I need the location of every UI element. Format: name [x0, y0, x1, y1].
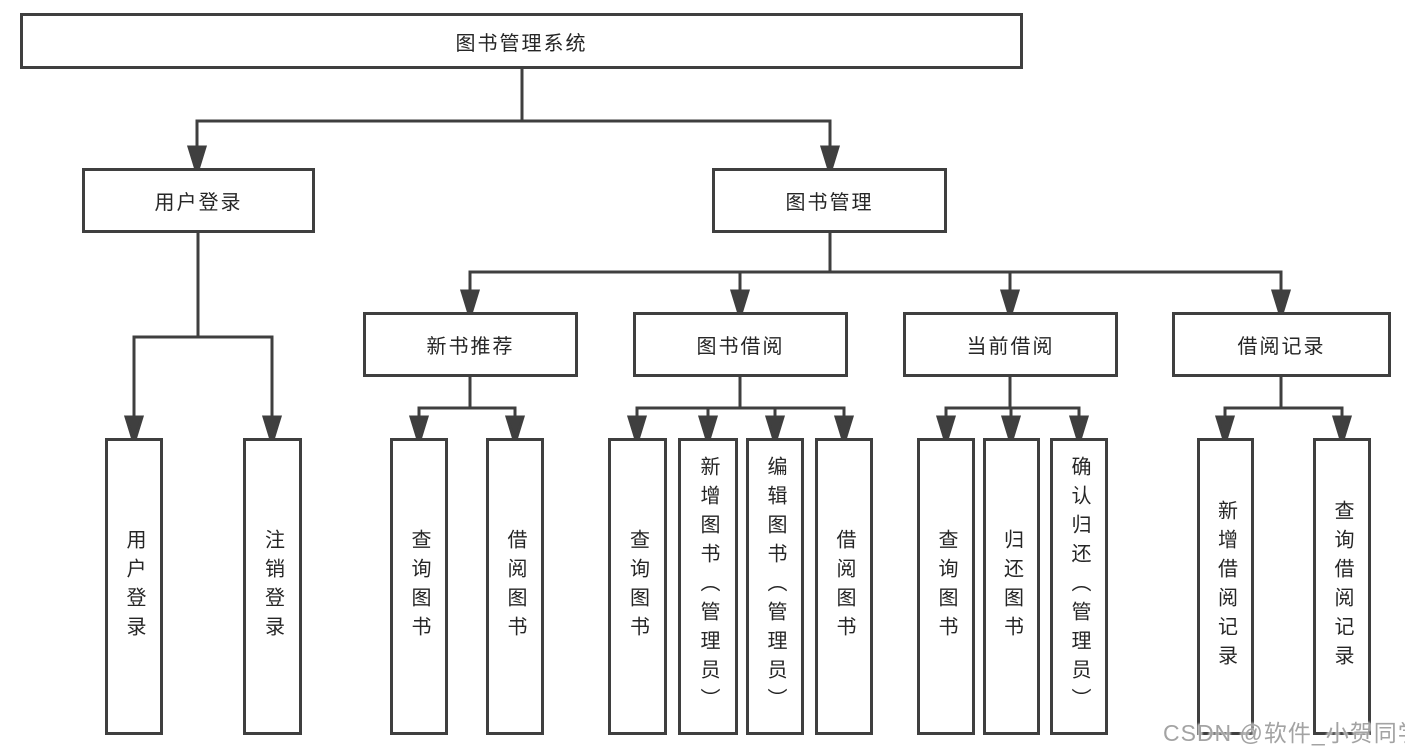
node-current-borrow-label: 当前借阅 [966, 336, 1055, 358]
leaf-borrow-books: 借阅图书 [815, 438, 873, 735]
connector-arrow [186, 121, 208, 179]
leaf-add-books-admin-label: 新增图书（管理员） [697, 456, 719, 717]
connector-arrow [999, 272, 1021, 323]
connector-arrow [1270, 272, 1292, 323]
leaf-query-books-recommend-label: 查询图书 [408, 528, 430, 645]
leaf-confirm-return-admin: 确认归还（管理员） [1050, 438, 1108, 735]
node-current-borrow: 当前借阅 [903, 312, 1118, 377]
connector-arrow [1214, 408, 1236, 449]
leaf-borrow-books-label: 借阅图书 [833, 528, 855, 645]
connector-arrow [1000, 408, 1022, 449]
connector-arrow [408, 408, 430, 449]
connector-arrow [1331, 408, 1353, 449]
node-book-management-label: 图书管理 [785, 192, 874, 214]
leaf-query-borrow-record-label: 查询借阅记录 [1331, 499, 1353, 674]
leaf-add-borrow-record-label: 新增借阅记录 [1214, 499, 1237, 674]
leaf-logout-label: 注销登录 [261, 528, 284, 645]
leaf-query-books-recommend: 查询图书 [390, 438, 448, 735]
leaf-query-borrow-record: 查询借阅记录 [1313, 438, 1371, 735]
connector-arrow [697, 408, 719, 449]
connector-arrow [819, 121, 841, 179]
node-book-management: 图书管理 [712, 168, 947, 233]
leaf-edit-books-admin-label: 编辑图书（管理员） [764, 456, 786, 717]
connector-arrow [935, 408, 957, 449]
node-library-system-label: 图书管理系统 [455, 32, 588, 55]
leaf-confirm-return-admin-label: 确认归还（管理员） [1068, 456, 1090, 717]
connector-arrow [504, 408, 526, 449]
leaf-borrow-books-recommend: 借阅图书 [486, 438, 544, 735]
leaf-logout: 注销登录 [243, 438, 302, 735]
connector-arrow [459, 272, 481, 323]
node-user-login-label: 用户登录 [154, 192, 243, 214]
connector-arrow [626, 408, 648, 449]
connector-arrow [123, 337, 145, 449]
connector-arrow [1068, 408, 1090, 449]
node-new-book-recommend-label: 新书推荐 [426, 336, 515, 358]
node-book-borrow-label: 图书借阅 [696, 336, 785, 358]
node-book-borrow: 图书借阅 [633, 312, 848, 377]
connector-arrow [833, 408, 855, 449]
leaf-user-login-label: 用户登录 [123, 528, 145, 645]
connector-arrow [764, 408, 786, 449]
leaf-user-login: 用户登录 [105, 438, 163, 735]
watermark: CSDN @软件_小贺同学 [1163, 720, 1405, 746]
node-new-book-recommend: 新书推荐 [363, 312, 578, 377]
leaf-edit-books-admin: 编辑图书（管理员） [746, 438, 804, 735]
node-library-system: 图书管理系统 [20, 13, 1023, 69]
node-borrow-records-label: 借阅记录 [1237, 336, 1326, 358]
leaf-add-borrow-record: 新增借阅记录 [1197, 438, 1254, 735]
leaf-add-books-admin: 新增图书（管理员） [678, 438, 738, 735]
node-user-login: 用户登录 [82, 168, 315, 233]
leaf-return-books-label: 归还图书 [1000, 528, 1023, 645]
leaf-return-books: 归还图书 [983, 438, 1040, 735]
leaf-query-books-borrow: 查询图书 [608, 438, 667, 735]
connector-arrow [261, 337, 283, 449]
connector-arrow [729, 272, 751, 323]
node-borrow-records: 借阅记录 [1172, 312, 1391, 377]
leaf-query-books-current: 查询图书 [917, 438, 975, 735]
leaf-query-books-borrow-label: 查询图书 [626, 528, 649, 645]
leaf-borrow-books-recommend-label: 借阅图书 [504, 528, 526, 645]
leaf-query-books-current-label: 查询图书 [935, 528, 957, 645]
